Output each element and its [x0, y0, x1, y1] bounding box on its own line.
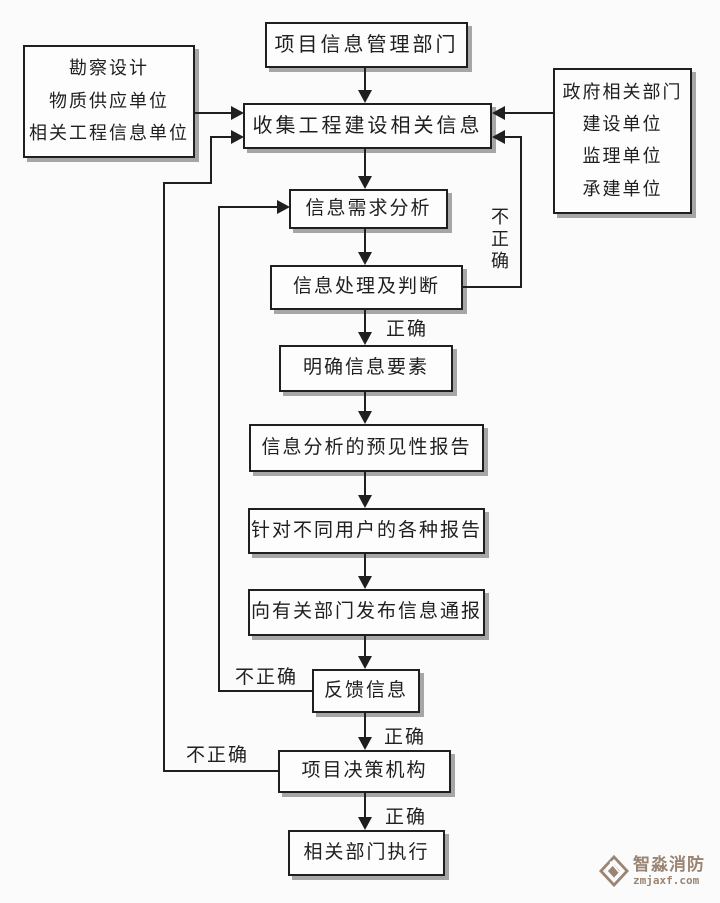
connector-clarify-to-report: [364, 392, 366, 411]
connector-decision-loop-v1: [163, 182, 165, 772]
arrow-down-icon: [358, 90, 372, 103]
label-correct-decision: 正确: [385, 807, 428, 828]
brand-diamond-logo-icon: [599, 855, 629, 887]
label-incorrect-vertical: 不正确: [489, 207, 509, 273]
left-source-line-2: 物质供应单位: [49, 90, 169, 111]
node-left-sources: 勘察设计 物质供应单位 相关工程信息单位: [23, 45, 195, 158]
label-correct-processing: 正确: [386, 319, 429, 340]
node-predictive-report: 信息分析的预见性报告: [249, 424, 484, 472]
connector-feedback-to-decision: [364, 713, 366, 737]
connector-decision-loop-h1: [164, 770, 278, 772]
label-incorrect-feedback: 不正确: [235, 667, 299, 688]
connector-decision-loop-h2: [164, 182, 211, 184]
watermark: 智淼消防 zmjaxf.com: [599, 855, 705, 887]
label-incorrect-decision: 不正确: [186, 745, 250, 766]
arrow-left-icon: [492, 106, 505, 120]
right-source-line-4: 承建单位: [582, 178, 663, 199]
connector-rightsources-to-collect: [505, 112, 553, 114]
label-correct-feedback: 正确: [384, 727, 427, 748]
right-source-line-3: 监理单位: [582, 146, 663, 167]
connector-processing-feedback-v: [520, 136, 522, 288]
connector-feedback-loop-h1: [219, 690, 312, 692]
connector-decision-loop-h3: [211, 136, 231, 138]
arrow-down-icon: [358, 737, 372, 750]
left-source-line-1: 勘察设计: [69, 58, 149, 79]
node-clarify-elements: 明确信息要素: [279, 345, 453, 392]
right-source-line-2: 建设单位: [582, 113, 663, 134]
connector-decision-loop-v2: [210, 136, 212, 184]
arrow-down-icon: [358, 332, 372, 345]
arrow-down-icon: [358, 576, 372, 589]
arrow-right-icon: [231, 106, 244, 120]
node-departments-execute: 相关部门执行: [288, 830, 445, 876]
arrow-down-icon: [358, 817, 372, 830]
node-collect-info: 收集工程建设相关信息: [243, 103, 492, 149]
left-source-line-3: 相关工程信息单位: [29, 122, 189, 143]
connector-processing-feedback-h2: [505, 136, 521, 138]
connector-collect-to-demand: [364, 149, 366, 176]
node-right-sources: 政府相关部门 建设单位 监理单位 承建单位: [553, 68, 692, 214]
arrow-right-icon: [231, 130, 244, 144]
arrow-left-icon: [492, 130, 505, 144]
node-processing-judgment: 信息处理及判断: [270, 265, 463, 310]
node-user-reports: 针对不同用户的各种报告: [248, 508, 485, 554]
node-feedback-info: 反馈信息: [312, 669, 420, 713]
arrow-right-icon: [277, 200, 290, 214]
connector-feedback-loop-h2: [219, 206, 277, 208]
arrow-down-icon: [358, 176, 372, 189]
connector-leftsources-to-collect: [195, 112, 231, 114]
connector-report-to-userreports: [364, 472, 366, 495]
connector-processing-to-clarify: [364, 310, 366, 332]
connector-top-to-collect: [364, 68, 366, 90]
node-project-info-dept: 项目信息管理部门: [265, 22, 468, 68]
node-demand-analysis: 信息需求分析: [289, 189, 448, 229]
connector-feedback-loop-v: [218, 206, 220, 692]
arrow-down-icon: [358, 656, 372, 669]
arrow-down-icon: [358, 495, 372, 508]
watermark-brand-name: 智淼消防: [633, 855, 705, 874]
node-decision-body: 项目决策机构: [278, 750, 451, 793]
watermark-url: zmjaxf.com: [633, 874, 700, 887]
connector-publish-to-feedback: [364, 636, 366, 656]
connector-demand-to-processing: [364, 229, 366, 252]
arrow-down-icon: [358, 411, 372, 424]
connector-decision-to-execute: [364, 793, 366, 817]
arrow-down-icon: [358, 252, 372, 265]
node-publish-bulletin: 向有关部门发布信息通报: [248, 589, 485, 636]
right-source-line-1: 政府相关部门: [562, 81, 683, 102]
connector-processing-feedback-h: [463, 286, 522, 288]
connector-userreports-to-publish: [364, 554, 366, 576]
